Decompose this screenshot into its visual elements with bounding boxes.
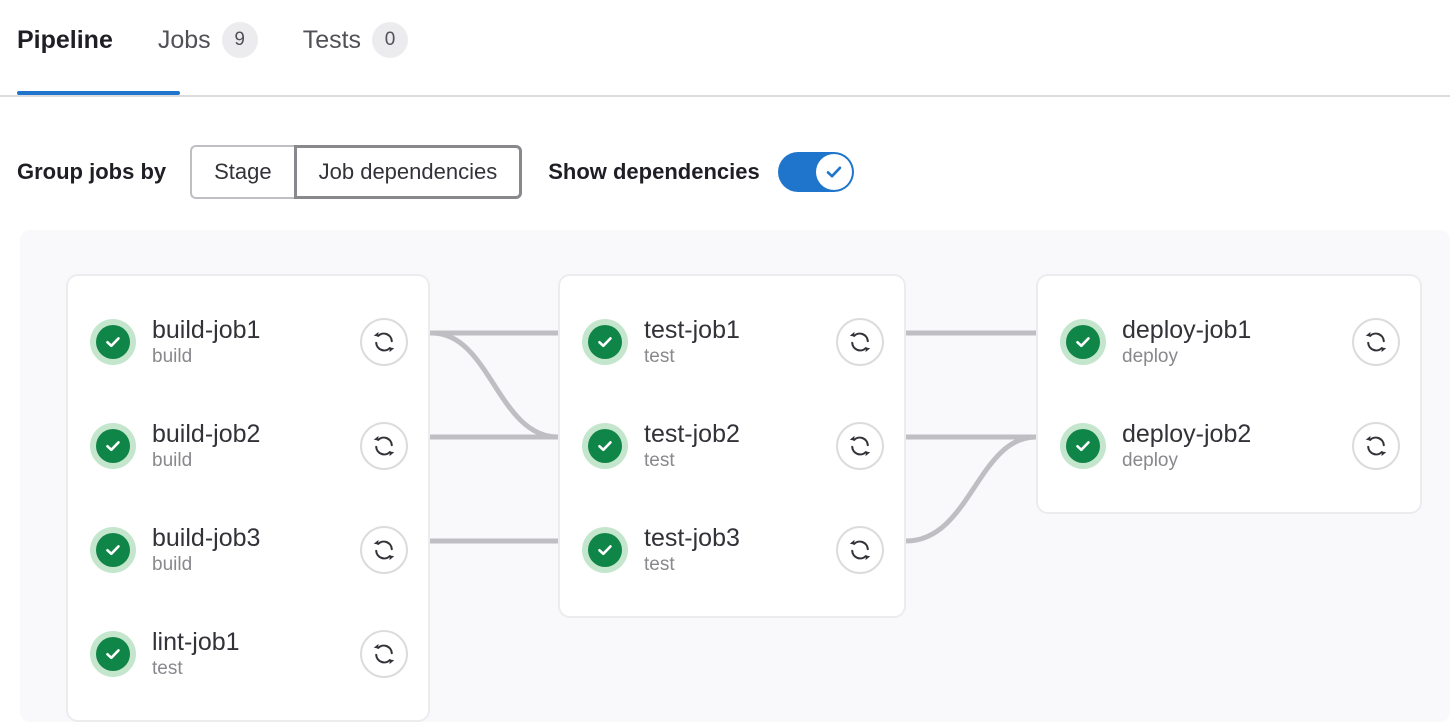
job-test-job3[interactable]: test-job3 test bbox=[560, 498, 904, 602]
retry-icon bbox=[849, 539, 871, 561]
status-success-icon bbox=[90, 527, 136, 573]
tab-jobs[interactable]: Jobs 9 bbox=[158, 22, 281, 58]
job-text: build-job2 build bbox=[152, 419, 360, 473]
retry-button[interactable] bbox=[836, 318, 884, 366]
retry-icon bbox=[373, 435, 395, 457]
job-build-job3[interactable]: build-job3 build bbox=[68, 498, 428, 602]
job-deploy-job2[interactable]: deploy-job2 deploy bbox=[1038, 394, 1420, 498]
pipeline-graph: build-job1 build bbox=[20, 230, 1450, 722]
group-jobs-by-segmented-control[interactable]: Stage Job dependencies bbox=[190, 145, 523, 199]
job-test-job1[interactable]: test-job1 test bbox=[560, 290, 904, 394]
deploy-column: deploy-job1 deploy bbox=[1036, 274, 1422, 514]
job-text: deploy-job1 deploy bbox=[1122, 315, 1352, 369]
job-name: test-job2 bbox=[644, 420, 740, 448]
status-success-icon bbox=[582, 319, 628, 365]
tab-pipeline[interactable]: Pipeline bbox=[17, 26, 136, 55]
group-by-job-dependencies-button[interactable]: Job dependencies bbox=[293, 145, 523, 199]
job-stage: build bbox=[152, 554, 193, 575]
graph-controls: Group jobs by Stage Job dependencies Sho… bbox=[0, 140, 1450, 204]
job-stage: test bbox=[644, 554, 675, 575]
job-stage: test bbox=[644, 346, 675, 367]
active-tab-indicator bbox=[17, 91, 180, 95]
show-dependencies-label: Show dependencies bbox=[548, 159, 760, 184]
status-success-icon bbox=[90, 631, 136, 677]
tab-jobs-badge: 9 bbox=[221, 22, 258, 58]
group-jobs-by-label: Group jobs by bbox=[17, 159, 167, 184]
job-text: test-job2 test bbox=[644, 419, 836, 473]
job-text: build-job1 build bbox=[152, 315, 360, 369]
retry-icon bbox=[373, 539, 395, 561]
retry-button[interactable] bbox=[836, 422, 884, 470]
show-dependencies-toggle[interactable] bbox=[777, 152, 854, 192]
job-name: lint-job1 bbox=[152, 628, 240, 656]
retry-icon bbox=[849, 435, 871, 457]
retry-button[interactable] bbox=[1352, 422, 1400, 470]
job-lint-job1[interactable]: lint-job1 test bbox=[68, 602, 428, 706]
check-icon bbox=[826, 166, 842, 178]
retry-icon bbox=[1365, 435, 1387, 457]
retry-icon bbox=[849, 331, 871, 353]
job-stage: build bbox=[152, 346, 193, 367]
edge-test-job3-deploy-job2 bbox=[905, 434, 1037, 544]
job-stage: test bbox=[152, 658, 183, 679]
group-by-stage-button[interactable]: Stage bbox=[190, 145, 294, 199]
retry-button[interactable] bbox=[360, 526, 408, 574]
retry-button[interactable] bbox=[1352, 318, 1400, 366]
job-build-job1[interactable]: build-job1 build bbox=[68, 290, 428, 394]
status-success-icon bbox=[1060, 319, 1106, 365]
job-name: build-job2 bbox=[152, 420, 261, 448]
tab-jobs-label: Jobs bbox=[157, 25, 211, 54]
status-success-icon bbox=[582, 423, 628, 469]
tab-tests[interactable]: Tests 0 bbox=[303, 22, 431, 58]
build-column: build-job1 build bbox=[66, 274, 430, 722]
job-name: deploy-job2 bbox=[1122, 420, 1252, 448]
job-name: build-job1 bbox=[152, 316, 261, 344]
job-stage: build bbox=[152, 450, 193, 471]
job-build-job2[interactable]: build-job2 build bbox=[68, 394, 428, 498]
job-text: test-job1 test bbox=[644, 315, 836, 369]
status-success-icon bbox=[90, 423, 136, 469]
job-text: test-job3 test bbox=[644, 523, 836, 577]
job-stage: deploy bbox=[1122, 450, 1178, 471]
retry-icon bbox=[373, 331, 395, 353]
retry-button[interactable] bbox=[360, 318, 408, 366]
job-text: build-job3 build bbox=[152, 523, 360, 577]
test-column: test-job1 test bbox=[558, 274, 906, 618]
status-success-icon bbox=[1060, 423, 1106, 469]
retry-button[interactable] bbox=[360, 422, 408, 470]
job-test-job2[interactable]: test-job2 test bbox=[560, 394, 904, 498]
retry-button[interactable] bbox=[360, 630, 408, 678]
tab-list: Pipeline Jobs 9 Tests 0 bbox=[17, 22, 453, 58]
retry-icon bbox=[373, 643, 395, 665]
job-name: test-job3 bbox=[644, 524, 740, 552]
job-deploy-job1[interactable]: deploy-job1 deploy bbox=[1038, 290, 1420, 394]
job-name: deploy-job1 bbox=[1122, 316, 1252, 344]
job-name: build-job3 bbox=[152, 524, 261, 552]
edge-build-job1-test-job2 bbox=[431, 330, 559, 440]
tab-pipeline-label: Pipeline bbox=[17, 25, 113, 54]
tab-tests-label: Tests bbox=[302, 25, 362, 54]
job-name: test-job1 bbox=[644, 316, 740, 344]
tab-tests-badge: 0 bbox=[372, 22, 409, 58]
job-text: deploy-job2 deploy bbox=[1122, 419, 1352, 473]
pipeline-tab-bar: Pipeline Jobs 9 Tests 0 bbox=[0, 0, 1450, 97]
retry-icon bbox=[1365, 331, 1387, 353]
job-stage: test bbox=[644, 450, 675, 471]
status-success-icon bbox=[90, 319, 136, 365]
toggle-knob bbox=[815, 154, 852, 190]
retry-button[interactable] bbox=[836, 526, 884, 574]
status-success-icon bbox=[582, 527, 628, 573]
job-stage: deploy bbox=[1122, 346, 1178, 367]
job-text: lint-job1 test bbox=[152, 627, 360, 681]
